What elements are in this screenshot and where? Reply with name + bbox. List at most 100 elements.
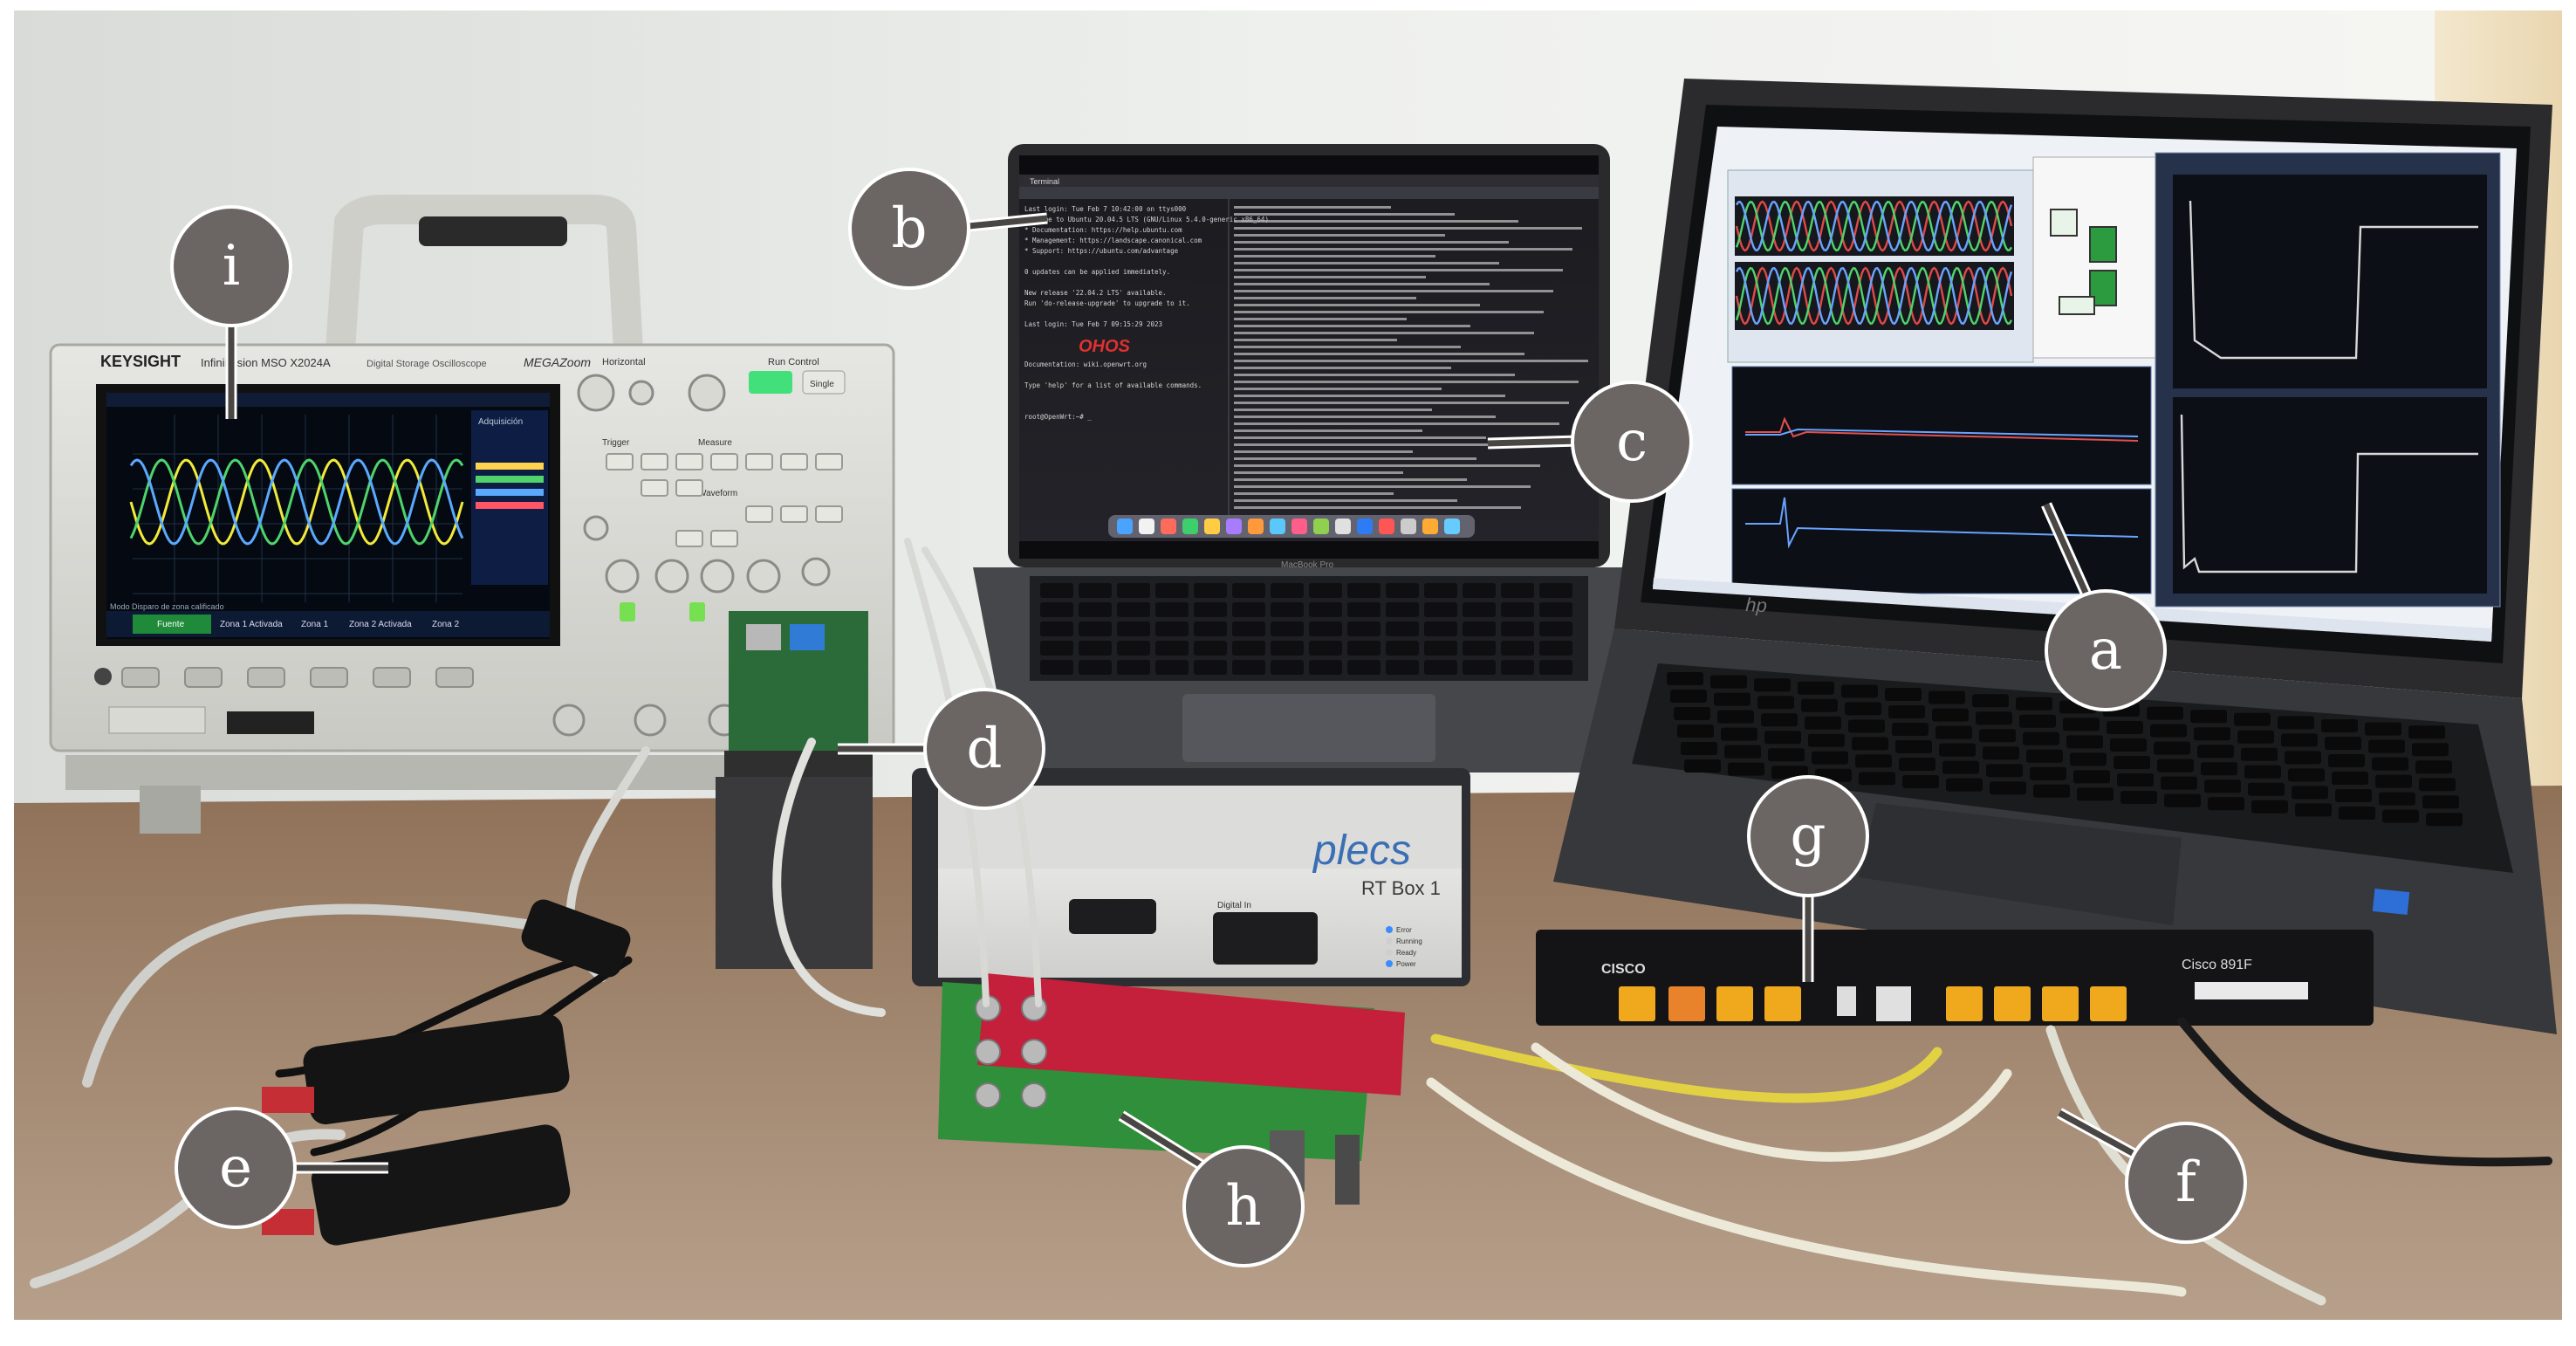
keyboard-key[interactable]: [1424, 583, 1457, 598]
keyboard-key[interactable]: [1764, 731, 1801, 745]
run-stop-button[interactable]: [749, 371, 792, 394]
keyboard-key[interactable]: [2077, 787, 2114, 801]
softkey-4[interactable]: [310, 667, 348, 688]
keyboard-key[interactable]: [1932, 708, 1969, 722]
keyboard-key[interactable]: [2379, 792, 2415, 806]
keyboard-key[interactable]: [2107, 721, 2143, 734]
keyboard-key[interactable]: [1155, 660, 1189, 675]
keyboard-key[interactable]: [1040, 621, 1073, 636]
keyboard-key[interactable]: [1935, 725, 1972, 739]
keyboard-key[interactable]: [2201, 762, 2237, 776]
keyboard-key[interactable]: [2328, 754, 2365, 767]
keyboard-key[interactable]: [2321, 719, 2358, 732]
dock-app-icon[interactable]: [1117, 518, 1133, 534]
keyboard-key[interactable]: [1194, 583, 1227, 598]
keyboard-key[interactable]: [1728, 762, 1764, 776]
keyboard-key[interactable]: [2368, 739, 2405, 753]
keyboard-key[interactable]: [2161, 776, 2197, 790]
keyboard-key[interactable]: [2288, 768, 2325, 782]
keyboard-key[interactable]: [1155, 583, 1189, 598]
keyboard-key[interactable]: [1771, 766, 1808, 779]
keyboard-key[interactable]: [1808, 733, 1845, 747]
keyboard-key[interactable]: [2030, 766, 2066, 780]
keyboard-key[interactable]: [1539, 583, 1572, 598]
keyboard-key[interactable]: [2281, 733, 2318, 747]
softkey-6[interactable]: [435, 667, 474, 688]
keyboard-key[interactable]: [2251, 800, 2288, 814]
keyboard-key[interactable]: [1986, 764, 2023, 778]
keyboard-key[interactable]: [1929, 690, 1965, 704]
keyboard-key[interactable]: [1386, 641, 1419, 656]
keyboard-key[interactable]: [1501, 641, 1534, 656]
keyboard-key[interactable]: [2073, 770, 2110, 784]
keyboard-key[interactable]: [1271, 660, 1304, 675]
keyboard-key[interactable]: [1040, 583, 1073, 598]
dock-app-icon[interactable]: [1313, 518, 1329, 534]
keyboard-key[interactable]: [1386, 660, 1419, 675]
softkey-2[interactable]: [184, 667, 223, 688]
keyboard-key[interactable]: [2241, 747, 2278, 761]
keyboard-key[interactable]: [2066, 735, 2103, 749]
keyboard-key[interactable]: [1117, 641, 1150, 656]
dock-app-icon[interactable]: [1204, 518, 1220, 534]
keyboard-key[interactable]: [1888, 705, 1925, 718]
keyboard-key[interactable]: [2204, 779, 2241, 793]
trackpad[interactable]: [1182, 694, 1435, 762]
vertical-3-knob[interactable]: [700, 559, 735, 594]
horizontal-knob[interactable]: [577, 374, 615, 412]
keyboard-key[interactable]: [1386, 621, 1419, 636]
dock-app-icon[interactable]: [1248, 518, 1264, 534]
keyboard-key[interactable]: [2157, 759, 2194, 773]
keyboard-key[interactable]: [1347, 660, 1380, 675]
keyboard-key[interactable]: [2419, 778, 2456, 792]
keyboard-key[interactable]: [2415, 760, 2452, 774]
dock-app-icon[interactable]: [1226, 518, 1242, 534]
keyboard-key[interactable]: [2197, 745, 2234, 759]
keyboard-key[interactable]: [2194, 727, 2230, 741]
keyboard-key[interactable]: [2026, 749, 2063, 763]
keyboard-key[interactable]: [1899, 758, 1935, 771]
keyboard-key[interactable]: [2248, 782, 2285, 796]
keyboard-key[interactable]: [1852, 737, 1888, 751]
dock-app-icon[interactable]: [1139, 518, 1154, 534]
keyboard-key[interactable]: [2208, 797, 2244, 811]
single-button[interactable]: [802, 370, 846, 395]
keyboard-key[interactable]: [1501, 660, 1534, 675]
keyboard-key[interactable]: [1194, 602, 1227, 617]
keyboard-key[interactable]: [2190, 710, 2227, 724]
keyboard-key[interactable]: [1798, 681, 1834, 695]
keyboard-key[interactable]: [1976, 711, 2012, 725]
keyboard-key[interactable]: [1232, 602, 1265, 617]
dock-app-icon[interactable]: [1444, 518, 1460, 534]
keyboard-key[interactable]: [1855, 754, 1892, 768]
keyboard-key[interactable]: [1271, 583, 1304, 598]
keyboard-key[interactable]: [1079, 621, 1112, 636]
dock-app-icon[interactable]: [1161, 518, 1176, 534]
keyboard-key[interactable]: [2164, 793, 2201, 807]
keyboard-key[interactable]: [1309, 641, 1342, 656]
vertical-4-knob[interactable]: [746, 559, 781, 594]
keyboard-key[interactable]: [1848, 719, 1885, 733]
keyboard-key[interactable]: [1040, 641, 1073, 656]
keyboard-key[interactable]: [1670, 690, 1707, 703]
keyboard-key[interactable]: [2147, 706, 2183, 720]
dock-app-icon[interactable]: [1422, 518, 1438, 534]
power-button[interactable]: [94, 668, 112, 685]
keyboard-key[interactable]: [2237, 730, 2274, 744]
keyboard-key[interactable]: [1309, 621, 1342, 636]
dock-app-icon[interactable]: [1357, 518, 1373, 534]
keyboard-key[interactable]: [1754, 678, 1791, 692]
keyboard-key[interactable]: [1079, 583, 1112, 598]
keyboard-key[interactable]: [1347, 621, 1380, 636]
keyboard-key[interactable]: [1667, 672, 1703, 685]
keyboard-key[interactable]: [1885, 688, 1922, 701]
keyboard-key[interactable]: [1677, 725, 1714, 738]
keyboard-key[interactable]: [2110, 738, 2147, 752]
keyboard-key[interactable]: [1424, 621, 1457, 636]
cursor-knob[interactable]: [583, 515, 609, 541]
keyboard-key[interactable]: [2150, 724, 2187, 738]
dock-app-icon[interactable]: [1182, 518, 1198, 534]
keyboard-key[interactable]: [1501, 621, 1534, 636]
keyboard-key[interactable]: [1684, 759, 1721, 773]
vertical-1-knob[interactable]: [605, 559, 640, 594]
